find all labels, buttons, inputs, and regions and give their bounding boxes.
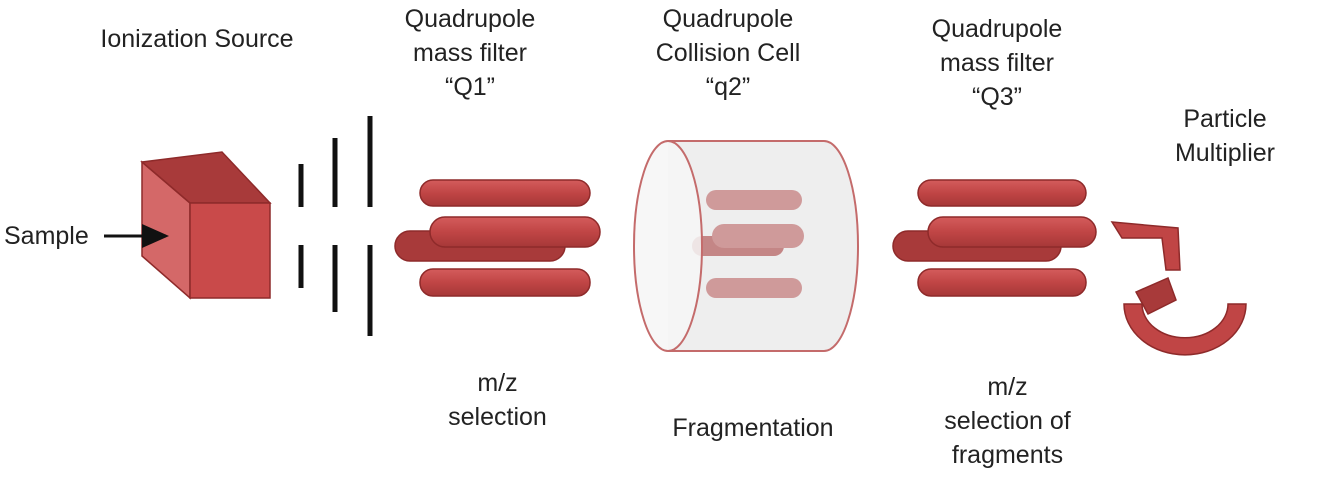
q1-label: Quadrupole mass filter “Q1” [370,2,570,104]
q1-rod-top [419,179,591,207]
q1-label-line-1: Quadrupole [404,5,536,33]
mz-selection-fragments-line-1: m/z [987,373,1028,401]
q2-label: Quadrupole Collision Cell “q2” [608,2,848,104]
cell-back-end [823,140,859,352]
sample-cube [140,151,272,300]
cell-front-face [633,140,703,352]
q3-quadrupole [892,179,1097,297]
multiplier-cup-lip [1134,276,1177,315]
sample-label: Sample [4,222,89,250]
q2-label-line-3: “q2” [705,73,751,101]
mz-selection-fragments-line-2: selection of [944,407,1071,435]
q3-label-line-2: mass filter [940,49,1054,77]
q3-rod-front [927,216,1097,248]
fragmentation-label: Fragmentation [672,414,834,442]
q3-label-line-3: “Q3” [972,83,1022,111]
multiplier-dynode-plate [1110,221,1181,271]
particle-multiplier [1110,221,1247,356]
mz-selection-line-2: selection [448,403,547,431]
mz-selection-fragments-line-3: fragments [951,441,1064,469]
mz-selection-label: m/z selection [410,366,585,434]
particle-multiplier-label-line-1: Particle [1183,105,1267,133]
q1-rod-front [429,216,601,248]
q1-label-line-3: “Q1” [445,73,495,101]
q2-label-line-1: Quadrupole [662,5,794,33]
q1-quadrupole [394,179,601,297]
q1-label-line-2: mass filter [413,39,527,67]
particle-multiplier-label-line-2: Multiplier [1174,139,1276,167]
multiplier-cup [1123,303,1247,356]
q1-rod-bottom [419,268,591,297]
q3-rod-top [917,179,1087,207]
mz-selection-fragments-label: m/z selection of fragments [905,370,1110,472]
ion-lenses [298,116,373,336]
ionization-source-label: Ionization Source [100,25,294,53]
inner-rod-top [706,190,802,210]
q3-label-line-1: Quadrupole [931,15,1063,43]
cube-front-face [189,202,271,299]
q2-collision-cell [633,140,859,352]
q2-label-line-2: Collision Cell [655,39,801,67]
inner-rod-bottom [706,278,802,298]
particle-multiplier-label: Particle Multiplier [1130,102,1320,170]
q3-label: Quadrupole mass filter “Q3” [882,12,1112,114]
mz-selection-line-1: m/z [477,369,518,397]
inner-rod-front [712,224,804,248]
q3-rod-bottom [917,268,1087,297]
